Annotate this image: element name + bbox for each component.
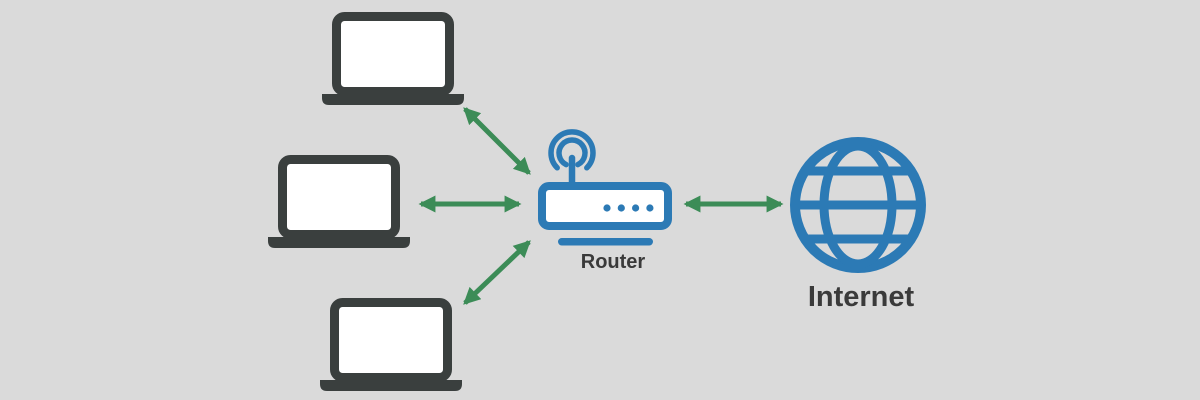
router-stand [558, 238, 653, 246]
router-leds [603, 204, 654, 212]
laptop-screen [278, 155, 400, 239]
wifi-outer-ring [548, 129, 596, 171]
laptop-base [320, 380, 462, 391]
wifi-signal-icon [548, 129, 596, 188]
wireless-router-icon: Router [538, 129, 672, 273]
laptop-screen [330, 298, 452, 382]
led-dot [646, 204, 654, 212]
led-dot [603, 204, 611, 212]
laptop-bottom-icon [320, 298, 462, 391]
wifi-inner-ring [556, 137, 588, 168]
laptop-middle-icon [268, 155, 410, 248]
led-dot [617, 204, 625, 212]
laptop-base [322, 94, 464, 105]
double-headed-arrow-icon [463, 240, 531, 305]
laptop-screen [332, 12, 454, 96]
connection-laptop-top-to-router [463, 107, 531, 175]
internet-globe-icon: Internet [790, 137, 926, 313]
laptop-base [268, 237, 410, 248]
led-dot [632, 204, 640, 212]
laptop-top-icon [322, 12, 464, 105]
double-headed-arrow-icon [463, 107, 531, 175]
internet-label: Internet [808, 281, 915, 313]
connection-laptop-bottom-to-router [463, 240, 531, 305]
router-label: Router [581, 251, 646, 273]
